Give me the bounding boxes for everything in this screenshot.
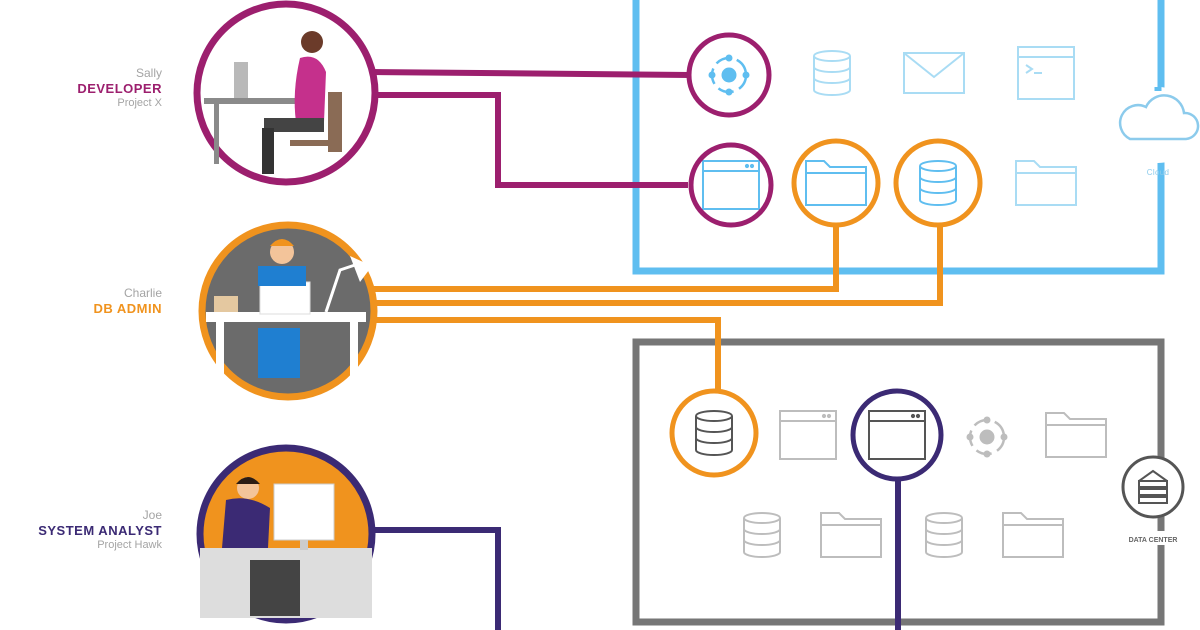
analyst-role: SYSTEM ANALYST [38, 523, 162, 538]
cloud-boundary [632, 0, 1165, 275]
developer-label: Sally DEVELOPER Project X [0, 66, 162, 111]
dbadmin-label: Charlie DB ADMIN [0, 286, 162, 317]
browser-window-icon[interactable] [702, 160, 760, 210]
analyst-avatar[interactable] [196, 444, 376, 624]
analyst-illustration [200, 477, 372, 618]
folder-icon[interactable] [805, 160, 867, 206]
folder-icon[interactable] [1015, 160, 1077, 206]
terminal-icon[interactable] [1017, 46, 1075, 100]
cloud-icon [1118, 87, 1200, 163]
developer-connectors [371, 69, 691, 188]
access-highlight-rings [669, 32, 983, 482]
datacenter-label: DATA CENTER [1129, 537, 1178, 544]
developer-role: DEVELOPER [77, 81, 162, 96]
browser-window-icon[interactable] [868, 410, 926, 460]
developer-avatar[interactable] [193, 0, 379, 186]
dbadmin-connectors [370, 226, 943, 390]
developer-illustration [204, 31, 342, 174]
developer-name: Sally [135, 66, 162, 80]
dbadmin-illustration [206, 239, 372, 380]
datacenter-icon [1121, 455, 1185, 519]
database-icon[interactable] [925, 512, 963, 558]
mail-icon[interactable] [903, 52, 965, 94]
cluster-icon[interactable] [965, 415, 1009, 459]
analyst-project: Project Hawk [97, 539, 162, 552]
browser-window-icon[interactable] [779, 410, 837, 460]
dbadmin-role: DB ADMIN [93, 301, 162, 316]
database-icon[interactable] [813, 50, 851, 96]
developer-project: Project X [117, 97, 162, 110]
dbadmin-name: Charlie [123, 286, 162, 300]
analyst-name: Joe [142, 508, 162, 522]
analyst-label: Joe SYSTEM ANALYST Project Hawk [0, 508, 162, 553]
database-icon[interactable] [919, 160, 957, 206]
cloud-environment: Cloud [632, 0, 1200, 275]
folder-icon[interactable] [820, 512, 882, 558]
database-icon[interactable] [695, 410, 733, 456]
folder-icon[interactable] [1045, 412, 1107, 458]
folder-icon[interactable] [1002, 512, 1064, 558]
dbadmin-avatar[interactable] [198, 221, 378, 401]
cluster-icon[interactable] [707, 53, 751, 97]
database-icon[interactable] [743, 512, 781, 558]
analyst-connectors [370, 478, 901, 630]
cloud-label: Cloud [1147, 168, 1169, 177]
